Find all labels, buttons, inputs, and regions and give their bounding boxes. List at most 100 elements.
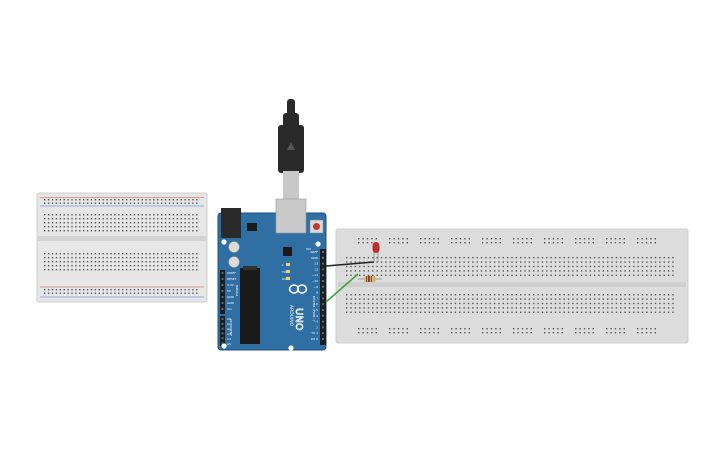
breadboard-hole[interactable] (164, 230, 167, 232)
breadboard-hole[interactable] (454, 302, 457, 305)
breadboard-hole[interactable] (141, 265, 143, 267)
breadboard-hole[interactable] (86, 226, 89, 228)
breadboard-hole[interactable] (520, 302, 522, 305)
breadboard-hole[interactable] (196, 269, 198, 271)
breadboard-hole[interactable] (79, 230, 81, 232)
breadboard-hole[interactable] (83, 202, 85, 204)
breadboard-hole[interactable] (559, 265, 561, 268)
breadboard-hole[interactable] (480, 302, 483, 305)
breadboard-hole[interactable] (102, 269, 104, 271)
breadboard-hole[interactable] (489, 265, 491, 268)
breadboard-hole[interactable] (663, 261, 665, 263)
breadboard-hole[interactable] (537, 257, 539, 259)
breadboard-hole[interactable] (588, 332, 590, 334)
breadboard-hole[interactable] (641, 294, 644, 296)
breadboard-hole[interactable] (454, 311, 457, 313)
breadboard-hole[interactable] (153, 253, 155, 255)
breadboard-hole[interactable] (515, 257, 518, 259)
breadboard-hole[interactable] (602, 261, 605, 263)
breadboard-hole[interactable] (168, 292, 171, 294)
breadboard-hole[interactable] (593, 298, 596, 300)
breadboard-hole[interactable] (419, 274, 422, 276)
breadboard-hole[interactable] (441, 302, 444, 305)
breadboard-hole[interactable] (641, 311, 644, 313)
breadboard-hole[interactable] (398, 298, 400, 300)
breadboard-hole[interactable] (67, 230, 69, 232)
breadboard-hole[interactable] (129, 265, 132, 267)
breadboard-hole[interactable] (550, 261, 552, 263)
breadboard-hole[interactable] (102, 292, 104, 294)
breadboard-hole[interactable] (637, 261, 639, 263)
breadboard-hole[interactable] (406, 257, 409, 259)
breadboard-hole[interactable] (528, 302, 531, 305)
breadboard-hole[interactable] (611, 265, 613, 268)
breadboard-hole[interactable] (176, 214, 178, 216)
header-pin[interactable] (322, 268, 324, 271)
breadboard-hole[interactable] (71, 226, 73, 228)
breadboard-hole[interactable] (659, 274, 661, 276)
breadboard-hole[interactable] (646, 302, 648, 305)
breadboard-hole[interactable] (530, 328, 532, 330)
breadboard-hole[interactable] (122, 218, 124, 220)
breadboard-hole[interactable] (114, 202, 116, 204)
breadboard-hole[interactable] (580, 294, 583, 296)
breadboard-hole[interactable] (393, 274, 396, 276)
breadboard-hole[interactable] (67, 292, 69, 294)
breadboard-hole[interactable] (450, 307, 452, 309)
breadboard-hole[interactable] (71, 199, 73, 201)
breadboard-hole[interactable] (137, 202, 139, 204)
breadboard-hole[interactable] (137, 289, 139, 291)
breadboard-hole[interactable] (385, 307, 387, 309)
breadboard-hole[interactable] (363, 270, 365, 272)
breadboard-hole[interactable] (576, 302, 578, 305)
breadboard-hole[interactable] (489, 274, 491, 276)
breadboard-hole[interactable] (654, 302, 657, 305)
breadboard-hole[interactable] (463, 311, 465, 313)
breadboard-hole[interactable] (366, 332, 369, 334)
breadboard-hole[interactable] (611, 270, 613, 272)
breadboard-hole[interactable] (611, 302, 613, 305)
breadboard-hole[interactable] (367, 270, 370, 272)
breadboard-hole[interactable] (102, 214, 104, 216)
breadboard-hole[interactable] (350, 257, 352, 259)
breadboard-hole[interactable] (498, 307, 500, 309)
breadboard-hole[interactable] (110, 199, 112, 201)
breadboard-hole[interactable] (610, 328, 612, 330)
breadboard-hole[interactable] (495, 328, 497, 330)
breadboard-hole[interactable] (580, 274, 583, 276)
breadboard-hole[interactable] (572, 261, 574, 263)
breadboard-hole[interactable] (489, 302, 491, 305)
breadboard-hole[interactable] (585, 302, 587, 305)
breadboard-hole[interactable] (106, 269, 108, 271)
breadboard-hole[interactable] (428, 242, 431, 244)
breadboard-hole[interactable] (137, 218, 139, 220)
breadboard-hole[interactable] (180, 269, 182, 271)
breadboard-hole[interactable] (363, 294, 365, 296)
breadboard-hole[interactable] (114, 226, 116, 228)
breadboard-hole[interactable] (520, 274, 522, 276)
breadboard-hole[interactable] (188, 253, 190, 255)
breadboard-hole[interactable] (628, 274, 631, 276)
breadboard-hole[interactable] (141, 257, 143, 259)
breadboard-hole[interactable] (47, 292, 50, 294)
breadboard-hole[interactable] (511, 261, 513, 263)
breadboard-hole[interactable] (367, 311, 370, 313)
breadboard-hole[interactable] (44, 292, 46, 294)
breadboard-hole[interactable] (446, 261, 448, 263)
breadboard-hole[interactable] (489, 298, 491, 300)
breadboard-hole[interactable] (59, 257, 61, 259)
breadboard-hole[interactable] (153, 226, 155, 228)
breadboard-hole[interactable] (463, 270, 465, 272)
breadboard-hole[interactable] (559, 307, 561, 309)
breadboard-hole[interactable] (624, 274, 626, 276)
breadboard-hole[interactable] (650, 311, 652, 313)
breadboard-hole[interactable] (485, 265, 487, 268)
breadboard-hole[interactable] (476, 270, 478, 272)
breadboard-hole[interactable] (454, 294, 457, 296)
breadboard-hole[interactable] (59, 253, 61, 255)
breadboard-hole[interactable] (489, 270, 491, 272)
breadboard-hole[interactable] (71, 261, 73, 263)
breadboard-hole[interactable] (610, 238, 612, 240)
breadboard-hole[interactable] (654, 332, 656, 334)
breadboard-hole[interactable] (419, 311, 422, 313)
